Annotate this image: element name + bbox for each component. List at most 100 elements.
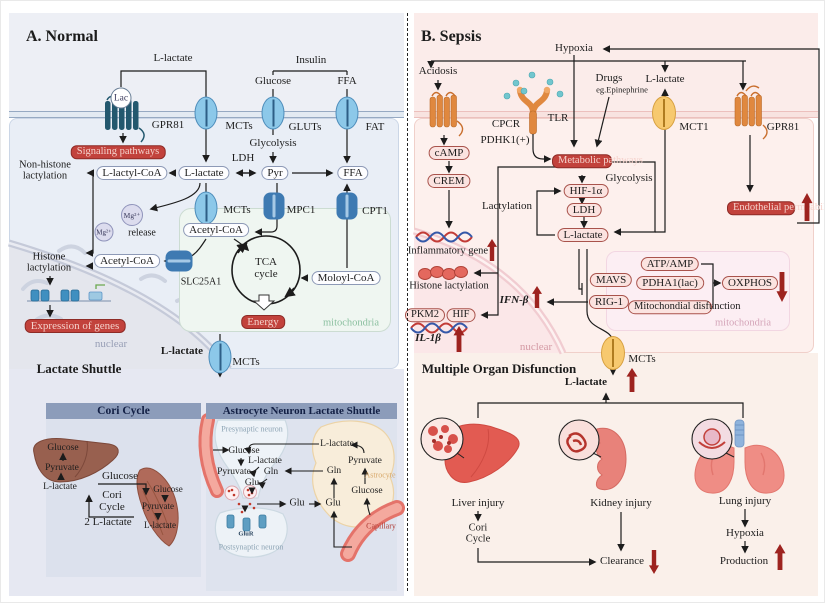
mcts-mito-transporter-icon bbox=[194, 191, 218, 225]
gpr81-b-label: GPR81 bbox=[766, 121, 800, 134]
cori-header-label: Cori Cycle bbox=[97, 405, 150, 417]
acetyl-coa-cyto-box: Acetyl-CoA bbox=[94, 253, 160, 269]
lactylation-label: Lactylation bbox=[481, 200, 533, 213]
mcts-bottom-a-label: MCTs bbox=[232, 356, 260, 369]
hif-box: HIF bbox=[446, 308, 476, 322]
epinephrine-label: eg.Epinephrine bbox=[596, 84, 648, 95]
fat-label: FAT bbox=[365, 121, 385, 134]
liver-lactate-label: L-lactate bbox=[43, 481, 77, 492]
mcts-mito-label: MCTs bbox=[223, 204, 251, 217]
mg-circle-1: Mg²⁺ bbox=[121, 204, 143, 226]
il1b-label: IL-1β bbox=[415, 332, 441, 345]
panel-a-title: A. Normal bbox=[26, 28, 98, 45]
astrocyte-shuttle-header: Astrocyte Neuron Lactate Shuttle bbox=[206, 403, 397, 419]
gluts-transporter-icon bbox=[261, 96, 285, 130]
fat-transporter-icon bbox=[335, 96, 359, 130]
cori-glucose-label: Glucose bbox=[101, 470, 139, 483]
hif1a-box: HIF-1α bbox=[563, 183, 609, 199]
oxphos-box: OXPHOS bbox=[721, 275, 779, 291]
cleft-glu-label: Glu bbox=[289, 497, 305, 509]
inflammatory-gene-label: Inflammatory gene bbox=[407, 245, 489, 257]
mg-circle-2: Mg²⁺ bbox=[94, 222, 114, 242]
astro-glucose-label: Glucose bbox=[351, 485, 383, 496]
panel-divider bbox=[407, 13, 408, 591]
astro-gln-label: Gln bbox=[326, 465, 342, 476]
lactate-shuttle-title: Lactate Shuttle bbox=[36, 360, 122, 376]
non-histone-lactylation-label: Non-histone lactylation bbox=[19, 159, 71, 182]
mavs-box: MAVS bbox=[589, 272, 633, 288]
signaling-pathways-box: Signaling pathways bbox=[70, 145, 166, 159]
cpt1-label: CPT1 bbox=[362, 205, 388, 218]
mcts-transporter-icon bbox=[194, 96, 218, 130]
camp-box: cAMP bbox=[428, 145, 470, 161]
glucose-top-label: Glucose bbox=[254, 75, 292, 88]
l-lactyl-coa-box: L-lactyl-CoA bbox=[96, 165, 168, 181]
slc25a1-label: SLC25A1 bbox=[180, 276, 222, 288]
astro-glu-label: Glu bbox=[325, 497, 341, 509]
mcts-bottom-transporter-icon bbox=[208, 340, 232, 374]
cori-cycle-header: Cori Cycle bbox=[46, 403, 201, 419]
glur-label: GluR bbox=[238, 530, 254, 538]
clearance-label: Clearance bbox=[600, 555, 644, 568]
l-lactate-top-label: L-lactate bbox=[153, 52, 193, 65]
nuclear-b-label: nuclear bbox=[519, 341, 553, 354]
l-lactate-blood-label: L-lactate bbox=[645, 73, 685, 86]
liver-pyruvate-label: Pyruvate bbox=[45, 462, 79, 473]
multiple-organ-title: Multiple Organ Disfunction bbox=[421, 360, 577, 376]
pkm2-box: PKM2 bbox=[404, 308, 446, 322]
acetyl-coa-mito-box: Acetyl-CoA bbox=[183, 222, 249, 238]
muscle-glucose-label: Glucose bbox=[153, 484, 183, 495]
tca-cycle-label: TCA cycle bbox=[254, 256, 278, 280]
mitochondria-a-label: mitochondria bbox=[323, 317, 379, 329]
mpc1-label: MPC1 bbox=[286, 204, 316, 217]
glycolysis-a-label: Glycolysis bbox=[249, 137, 297, 150]
energy-box: Energy bbox=[241, 314, 285, 330]
l-lactate-box-a: L-lactate bbox=[178, 165, 230, 181]
expression-of-genes-box: Expression of genes bbox=[24, 318, 126, 334]
mct1-label: MCT1 bbox=[679, 121, 709, 134]
liver-injury-label: Liver injury bbox=[451, 497, 505, 510]
crem-box: CREM bbox=[427, 173, 471, 189]
metabolic-pathways-box: Metabolic pathways bbox=[552, 154, 643, 168]
drugs-label: Drugs bbox=[595, 72, 623, 85]
glycolysis-b-label: Glycolysis bbox=[605, 172, 653, 185]
l-lactate-out-label: L-lactate bbox=[564, 376, 608, 389]
atp-amp-box: ATP/AMP bbox=[640, 256, 700, 272]
gpr81-a-label: GPR81 bbox=[151, 119, 185, 132]
endothelial-increase-arrow bbox=[801, 193, 813, 221]
capillary-label: Capillary bbox=[366, 521, 396, 531]
mito-disfunction-box: Mitochondial disfunction bbox=[628, 300, 740, 314]
lung-injury-label: Lung injury bbox=[718, 495, 772, 508]
moloyl-coa-box: Moloyl-CoA bbox=[311, 270, 381, 286]
slc25a1-transporter-icon bbox=[165, 250, 193, 272]
lac-circle: Lac bbox=[110, 87, 132, 109]
muscle-lactate-label: L-lactate bbox=[144, 520, 176, 531]
il1b-increase-arrow bbox=[453, 326, 465, 352]
muscle-pyruvate-label: Pyruvate bbox=[142, 501, 174, 512]
histone-lactylation-a-label: Histone lactylation bbox=[26, 251, 72, 274]
cpcr-label: CPCR bbox=[491, 118, 521, 131]
mcts-label: MCTs bbox=[225, 120, 253, 133]
acidosis-label: Acidosis bbox=[418, 65, 458, 78]
lac-label: Lac bbox=[113, 93, 129, 103]
cpt1-transporter-icon bbox=[336, 192, 358, 220]
mcts-bottom-b-transporter-icon bbox=[601, 336, 625, 370]
presyn-pyruvate-label: Pyruvate bbox=[217, 466, 251, 477]
production-increase-arrow bbox=[774, 544, 786, 570]
l-lactate-bottom-a-label: L-lactate bbox=[160, 345, 204, 358]
mpc1-transporter-icon bbox=[263, 192, 285, 220]
astro-pyruvate-label: Pyruvate bbox=[348, 455, 382, 466]
panel-b-membrane bbox=[414, 111, 818, 118]
mcts-b-label: MCTs bbox=[628, 353, 656, 366]
pdha1-box: PDHA1(lac) bbox=[636, 275, 704, 291]
presyn-glucose-label: Glucose bbox=[228, 445, 260, 456]
ifn-beta-label: IFN-β bbox=[499, 294, 529, 307]
presyn-gln-label: Gln bbox=[263, 466, 279, 477]
mg-label: Mg²⁺ bbox=[123, 210, 141, 220]
l-lactate-b-box: L-lactate bbox=[557, 227, 609, 243]
production-label: Production bbox=[719, 555, 769, 568]
two-l-lactate-label: 2 L-lactate bbox=[84, 516, 132, 529]
presynaptic-neuron-label: Presynaptic neuron bbox=[221, 424, 283, 434]
inflammatory-increase-arrow bbox=[487, 239, 497, 261]
